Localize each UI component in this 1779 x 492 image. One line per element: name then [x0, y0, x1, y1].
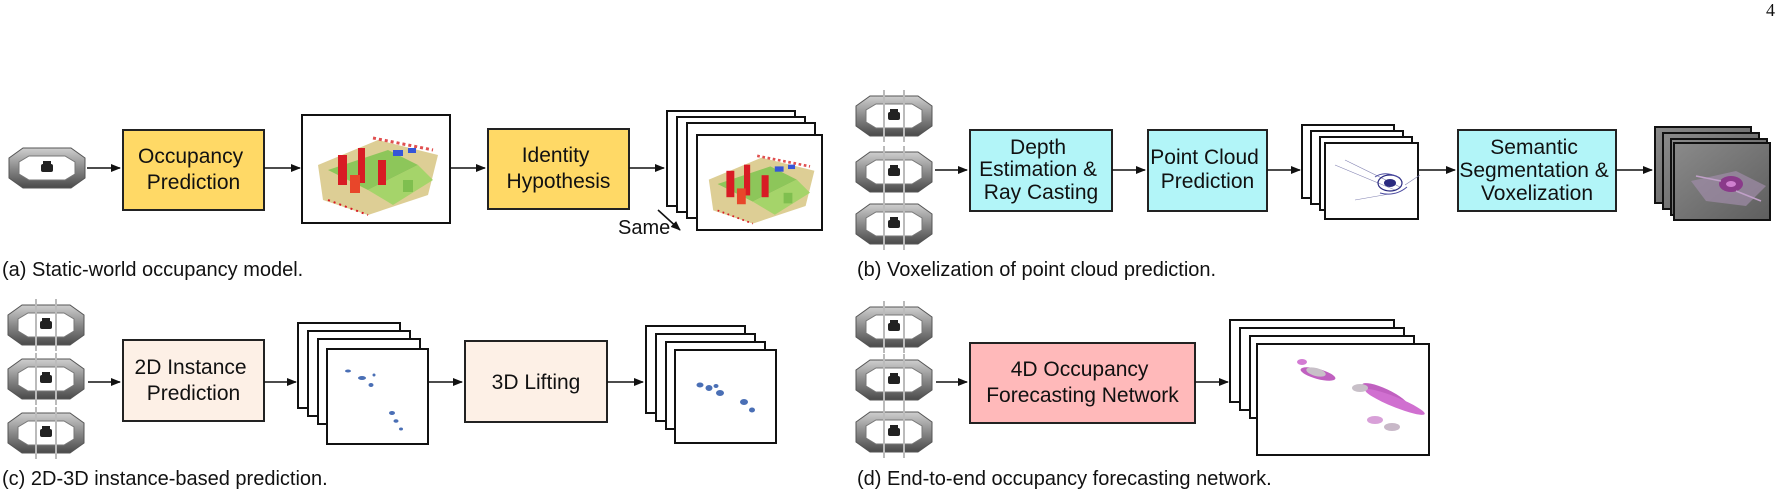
caption-c: (c) 2D-3D instance-based prediction. — [2, 468, 328, 490]
occupancy-map-icon — [301, 114, 451, 224]
car-camera-ring-icon — [856, 90, 932, 142]
car-camera-ring-icon — [8, 407, 84, 459]
point-cloud-prediction-label: Point Cloud Prediction — [1150, 146, 1264, 193]
3d-lifting-label: 3D Lifting — [492, 371, 581, 394]
identity-hypothesis-box — [487, 128, 630, 210]
semantic-segmentation-box — [1457, 129, 1617, 212]
car-camera-ring-icon — [8, 299, 84, 351]
car-camera-ring-icon — [856, 301, 932, 353]
occupancy-prediction-box — [122, 129, 265, 211]
identity-hypothesis-label: Identity Hypothesis — [507, 144, 611, 193]
page-number: 4 — [1766, 0, 1775, 20]
4d-occupancy-forecasting-box — [969, 342, 1196, 424]
car-camera-ring-icon — [856, 354, 932, 406]
car-camera-ring-icon — [856, 198, 932, 250]
instance-mask-stack — [297, 322, 429, 445]
2d-instance-prediction-box — [122, 339, 265, 422]
semantic-segmentation-label: Semantic Segmentation & Voxelization — [1459, 136, 1614, 205]
occupancy-forecast-stack — [1229, 319, 1430, 456]
car-camera-ring-icon — [8, 353, 84, 405]
panel-a: Occupancy Prediction Identity Hypothesis… — [2, 110, 823, 281]
occupancy-map-stack — [666, 110, 823, 231]
panel-c: 2D Instance Prediction 3D Lifting — [2, 299, 777, 490]
point-cloud-icon — [1301, 124, 1421, 220]
3d-instance-stack — [645, 325, 777, 444]
car-camera-ring-icon — [856, 406, 932, 458]
car-camera-ring-icon — [8, 147, 86, 189]
point-cloud-prediction-box — [1147, 129, 1268, 212]
2d-instance-prediction-label: 2D Instance Prediction — [135, 356, 253, 405]
same-label: Same — [618, 217, 670, 239]
caption-d: (d) End-to-end occupancy forecasting net… — [857, 468, 1272, 490]
3d-lifting-box — [464, 340, 608, 423]
panel-d: 4D Occupancy Forecasting Network (d) End… — [856, 301, 1430, 490]
occupancy-prediction-label: Occupancy Prediction — [138, 145, 249, 194]
voxel-map-icon — [1654, 126, 1771, 221]
caption-a: (a) Static-world occupancy model. — [2, 259, 303, 281]
depth-estimation-label: Depth Estimation & Ray Casting — [979, 136, 1103, 204]
panel-b: Depth Estimation & Ray Casting Point Clo… — [856, 90, 1771, 281]
car-camera-ring-icon — [856, 146, 932, 198]
caption-b: (b) Voxelization of point cloud predicti… — [857, 259, 1216, 281]
4d-occupancy-forecasting-label: 4D Occupancy Forecasting Network — [986, 358, 1179, 407]
